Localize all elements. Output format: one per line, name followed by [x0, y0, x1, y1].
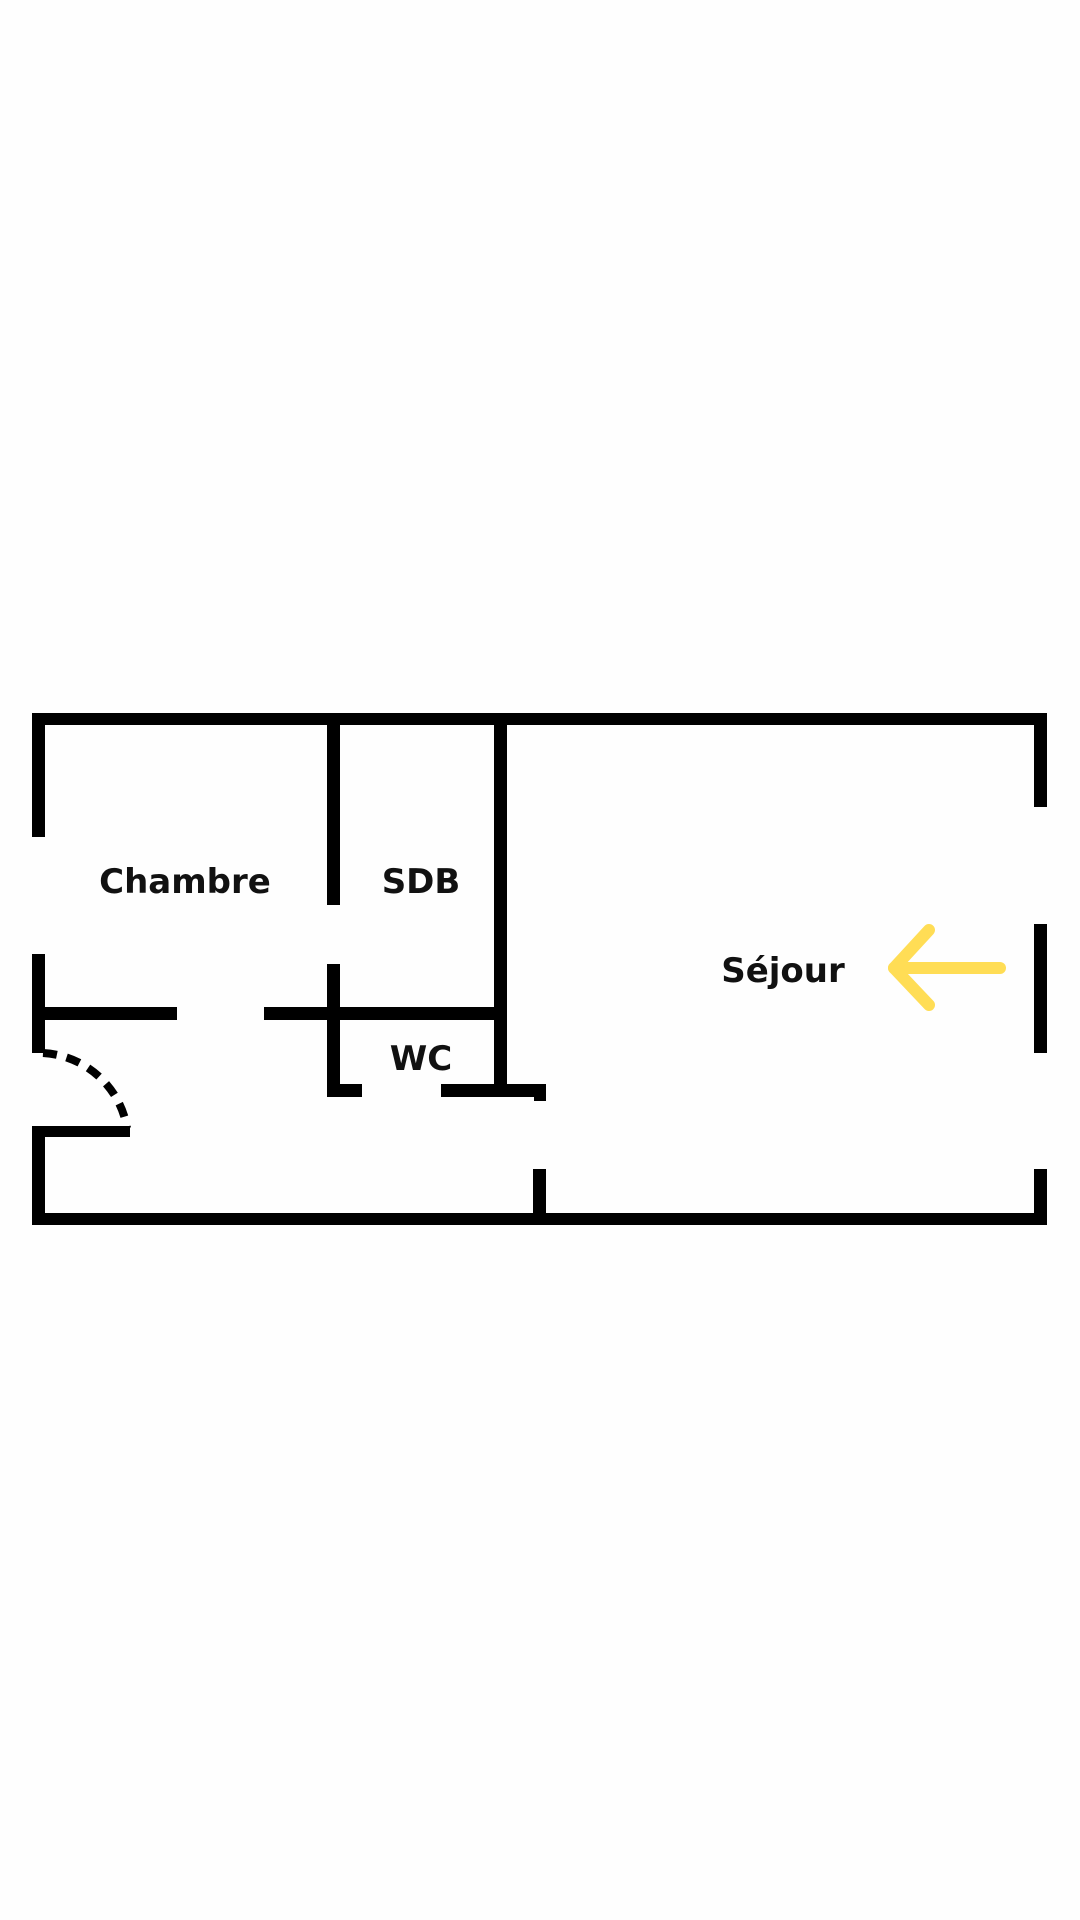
- wall-right-bottom: [1034, 1169, 1047, 1225]
- entrance-arrow-icon: [888, 924, 1006, 1011]
- room-label-sdb: SDB: [382, 862, 461, 902]
- wall-wc-bottom-left: [327, 1084, 362, 1097]
- wall-left-mid: [32, 954, 45, 1053]
- wall-right-top: [1034, 713, 1047, 807]
- wall-wc-bottom-right: [441, 1084, 546, 1097]
- room-label-sejour: Séjour: [721, 951, 845, 991]
- room-label-chambre: Chambre: [99, 862, 271, 902]
- wall-left-top: [32, 713, 45, 837]
- wall-right-mid: [1034, 924, 1047, 1053]
- wall-top: [32, 713, 1047, 725]
- wall-chambre-sdb-upper: [327, 713, 340, 905]
- wall-wc-stub: [534, 1084, 546, 1101]
- wall-bottom-stub: [533, 1169, 546, 1225]
- wall-chambre-sdb-lower: [327, 964, 340, 1097]
- room-label-wc: WC: [390, 1039, 452, 1079]
- walls: [32, 713, 1047, 1225]
- door-swing-icon: [42, 1049, 131, 1129]
- wall-sdb-wc: [264, 1007, 507, 1020]
- wall-chambre-bottom: [32, 1007, 177, 1020]
- wall-sdb-sejour: [494, 713, 507, 1090]
- wall-entry: [32, 1126, 130, 1137]
- wall-left-bottom: [32, 1126, 45, 1225]
